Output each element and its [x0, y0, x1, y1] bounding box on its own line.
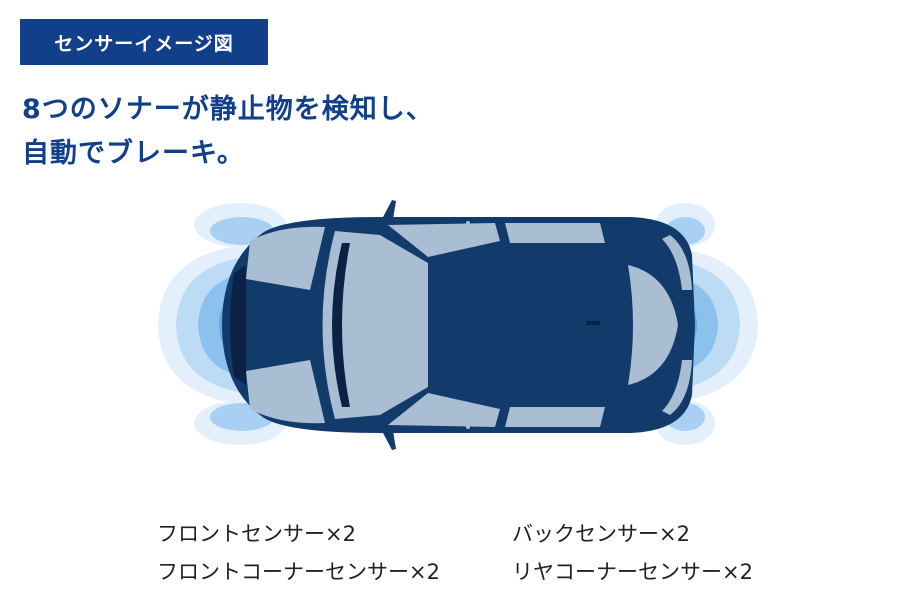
legend-front-corner-sensor: フロントコーナーセンサー×2 [157, 560, 440, 584]
car-sensor-illustration [158, 200, 758, 450]
legend-front-sensor: フロントセンサー×2 [157, 522, 356, 546]
car-top-view [222, 200, 695, 450]
headline-line-1: 8つのソナーが静止物を検知し、 [22, 94, 434, 125]
sensor-legend-rear: バックセンサー×2 リヤコーナーセンサー×2 [512, 515, 753, 591]
legend-rear-corner-sensor: リヤコーナーセンサー×2 [512, 560, 753, 584]
sensor-legend-front: フロントセンサー×2 フロントコーナーセンサー×2 [157, 515, 440, 591]
headline-line-2: 自動でブレーキ。 [22, 138, 245, 169]
headline: 8つのソナーが静止物を検知し、 自動でブレーキ。 [22, 88, 582, 176]
section-badge: センサーイメージ図 [20, 19, 268, 65]
legend-back-sensor: バックセンサー×2 [512, 522, 690, 546]
